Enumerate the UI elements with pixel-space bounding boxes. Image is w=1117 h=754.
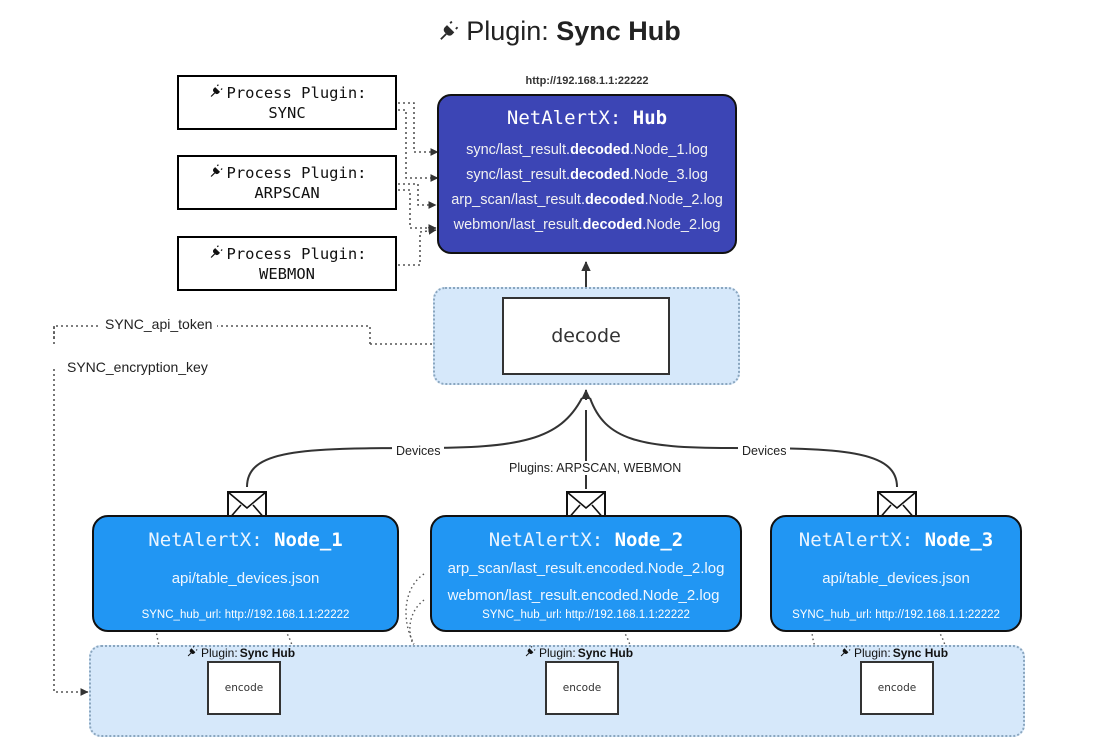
hub-log-line: webmon/last_result.decoded.Node_2.log: [454, 213, 721, 238]
node-line: arp_scan/last_result.encoded.Node_2.log: [447, 560, 725, 577]
node-hub-url-value: http://192.168.1.1:22222: [565, 609, 690, 621]
process-plugin-label: Process Plugin:: [226, 163, 367, 182]
edge-sync-to-hub-log2: [398, 109, 439, 182]
process-plugin-name: SYNC: [268, 103, 306, 122]
edge-arpscan-to-hub-log3: [398, 183, 437, 209]
edge-encryption-key-to-encoders: [53, 369, 89, 696]
hub-log-post: .Node_2.log: [642, 217, 721, 233]
sync-api-token-label: SYNC_api_token: [100, 316, 218, 332]
edge-label-devices-right: Devices: [738, 444, 791, 458]
process-plugin-label: Process Plugin:: [226, 244, 367, 263]
plug-icon: [208, 163, 225, 184]
edge-label-devices-left: Devices: [392, 444, 445, 458]
node-hub-url: SYNC_hub_url: http://192.168.1.1:22222: [772, 609, 1020, 621]
process-plugin-box-sync[interactable]: Process Plugin: SYNC: [177, 75, 397, 130]
encoder-plugin-prefix: Plugin:: [854, 646, 891, 660]
edge-webmon-to-hub-log4: [398, 227, 437, 266]
encoder-plugin-name: Sync Hub: [239, 646, 296, 660]
hub-log-pre: sync/last_result.: [466, 167, 571, 183]
node-line: api/table_devices.json: [171, 570, 320, 587]
page-title: Plugin: Sync Hub: [0, 16, 1117, 50]
encode-box-3[interactable]: encode: [860, 661, 934, 715]
node-title: NetAlertX: Node_1: [148, 529, 342, 551]
hub-url-label: http://192.168.1.1:22222: [525, 75, 649, 87]
encoder-plugin-prefix: Plugin:: [539, 646, 576, 660]
hub-log-line: arp_scan/last_result.decoded.Node_2.log: [451, 188, 723, 213]
hub-log-pre: arp_scan/last_result.: [451, 192, 585, 208]
plug-icon: [208, 244, 225, 265]
edge-node2-log1-down: [405, 573, 425, 645]
edge-arpscan-to-hub-log4: [398, 189, 437, 232]
decode-box[interactable]: decode: [502, 297, 670, 375]
hub-title: NetAlertX: Hub: [507, 107, 667, 129]
node-title-prefix: NetAlertX:: [148, 529, 263, 551]
node-hub-url: SYNC_hub_url: http://192.168.1.1:22222: [94, 609, 397, 621]
edge-sync-to-hub-log1: [398, 102, 439, 156]
plug-icon: [208, 83, 225, 104]
hub-box[interactable]: NetAlertX: Hub sync/last_result.decoded.…: [437, 94, 737, 254]
encoder-plugin-label-1: Plugin: Sync Hub: [186, 645, 295, 661]
node-title-name: Node_3: [924, 529, 994, 551]
encode-box-2[interactable]: encode: [545, 661, 619, 715]
title-prefix: Plugin:: [466, 16, 549, 46]
hub-log-mid: decoded: [570, 167, 630, 183]
node-hub-url-value: http://192.168.1.1:22222: [224, 609, 350, 621]
hub-log-pre: sync/last_result.: [466, 142, 571, 158]
hub-log-mid: decoded: [570, 142, 630, 158]
plug-icon: [524, 645, 537, 661]
node-box-node3[interactable]: NetAlertX: Node_3 api/table_devices.json…: [770, 515, 1022, 632]
process-plugin-name: WEBMON: [259, 264, 315, 283]
node-title-name: Node_2: [614, 529, 684, 551]
hub-log-post: .Node_2.log: [644, 192, 723, 208]
node-title: NetAlertX: Node_3: [799, 529, 993, 551]
plug-icon: [839, 645, 852, 661]
edge-node2-log2-down: [409, 599, 425, 651]
node-title-prefix: NetAlertX:: [798, 529, 914, 551]
hub-log-mid: decoded: [584, 192, 645, 208]
hub-log-line: sync/last_result.decoded.Node_1.log: [466, 138, 708, 163]
node-hub-url-value: http://192.168.1.1:22222: [875, 609, 1000, 621]
process-plugin-box-arpscan[interactable]: Process Plugin: ARPSCAN: [177, 155, 397, 210]
hub-log-mid: decoded: [582, 217, 643, 233]
node-hub-url-key: SYNC_hub_url:: [141, 609, 222, 621]
node-box-node1[interactable]: NetAlertX: Node_1 api/table_devices.json…: [92, 515, 399, 632]
title-plugin-name: Sync Hub: [556, 16, 681, 46]
encoder-plugin-label-2: Plugin: Sync Hub: [524, 645, 633, 661]
node-hub-url-key: SYNC_hub_url:: [792, 609, 872, 621]
plug-icon: [186, 645, 199, 661]
hub-title-name: Hub: [632, 107, 668, 129]
hub-log-post: .Node_1.log: [629, 142, 708, 158]
process-plugin-box-webmon[interactable]: Process Plugin: WEBMON: [177, 236, 397, 291]
node-hub-url: SYNC_hub_url: http://192.168.1.1:22222: [432, 609, 740, 621]
node-hub-url-key: SYNC_hub_url:: [482, 609, 562, 621]
hub-title-prefix: NetAlertX:: [506, 107, 622, 129]
encoder-plugin-name: Sync Hub: [577, 646, 634, 660]
node-title-prefix: NetAlertX:: [488, 529, 604, 551]
process-plugin-name: ARPSCAN: [254, 183, 320, 202]
hub-log-line: sync/last_result.decoded.Node_3.log: [466, 163, 708, 188]
process-plugin-label: Process Plugin:: [226, 83, 367, 102]
node-box-node2[interactable]: NetAlertX: Node_2 arp_scan/last_result.e…: [430, 515, 742, 632]
encoder-plugin-label-3: Plugin: Sync Hub: [839, 645, 948, 661]
encoder-plugin-prefix: Plugin:: [201, 646, 238, 660]
edge-node3-to-decode: [589, 397, 898, 488]
edge-api-token-rail: [53, 325, 371, 344]
node-line: webmon/last_result.encoded.Node_2.log: [447, 587, 720, 604]
hub-log-pre: webmon/last_result.: [453, 217, 583, 233]
encode-box-1[interactable]: encode: [207, 661, 281, 715]
sync-encryption-key-label: SYNC_encryption_key: [62, 359, 213, 375]
node-title-name: Node_1: [274, 529, 343, 551]
plug-icon: [436, 19, 462, 50]
node-line: api/table_devices.json: [822, 570, 970, 587]
node-title: NetAlertX: Node_2: [489, 529, 683, 551]
hub-log-post: .Node_3.log: [629, 167, 708, 183]
edge-label-plugins-center: Plugins: ARPSCAN, WEBMON: [505, 461, 686, 475]
encoder-plugin-name: Sync Hub: [892, 646, 949, 660]
